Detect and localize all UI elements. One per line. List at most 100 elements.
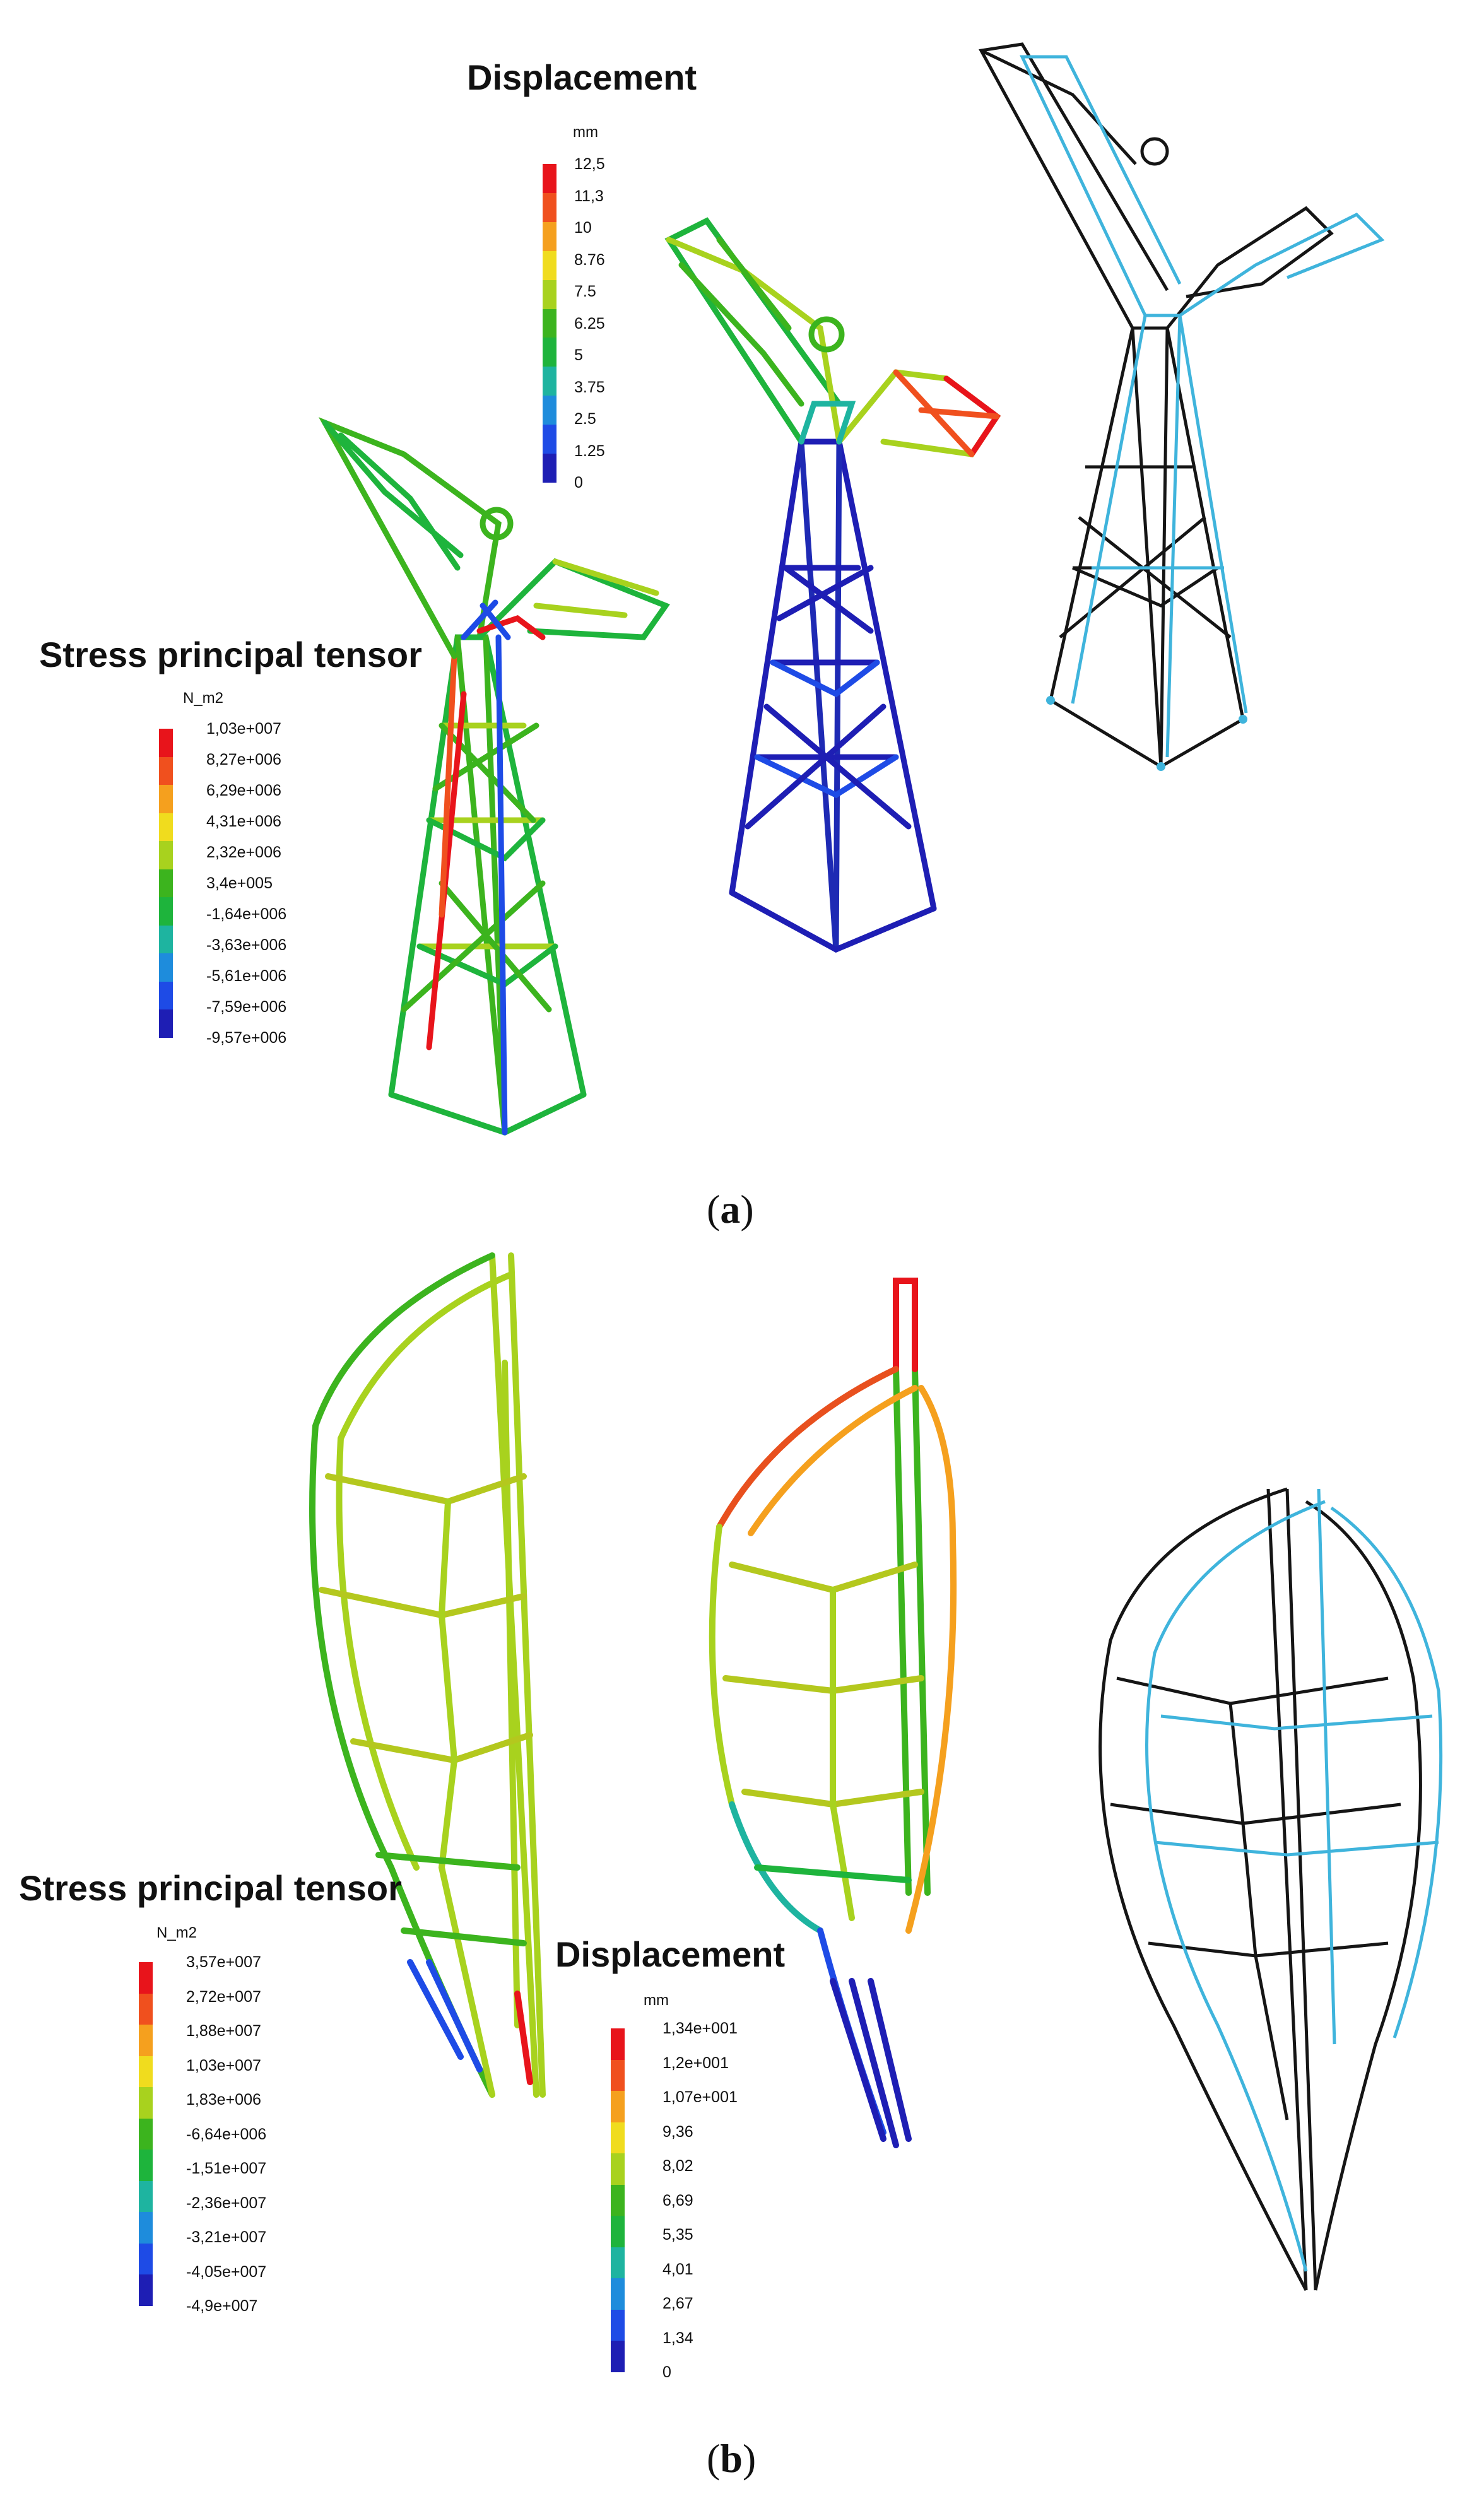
- legend-tick-label: -3,63e+006: [206, 936, 287, 954]
- legend-tick-label: 7.5: [574, 283, 596, 300]
- color-scale-bar: [159, 729, 173, 1038]
- color-scale-segment: [139, 2056, 153, 2088]
- stress-tower-model-a: [318, 417, 670, 1136]
- color-scale-segment: [159, 897, 173, 926]
- caption-letter: a: [720, 1187, 741, 1232]
- legend-unit: mm: [644, 1992, 669, 2009]
- color-scale-segment: [611, 2091, 625, 2122]
- panel-caption-a: (a): [707, 1186, 754, 1233]
- deformation-overlay-model-b: [1098, 1487, 1443, 2291]
- color-scale-segment: [543, 192, 556, 222]
- deformation-overlay-model-a: [979, 42, 1385, 771]
- legend-tick-label: 1,34: [662, 2329, 693, 2347]
- legend-tick-label: 8,02: [662, 2157, 693, 2175]
- color-scale-segment: [543, 250, 556, 280]
- panel-a-structures: [318, 42, 1385, 1136]
- color-scale-segment: [543, 309, 556, 338]
- legend-tick-label: 4,31e+006: [206, 813, 281, 830]
- legend-tick-label: 1,07e+001: [662, 2088, 738, 2106]
- legend-tick-label: -9,57e+006: [206, 1029, 287, 1047]
- legend-unit: N_m2: [183, 690, 224, 707]
- color-scale-segment: [611, 2309, 625, 2341]
- legend-tick-label: 8,27e+006: [206, 751, 281, 768]
- legend-tick-label: 1.25: [574, 442, 605, 460]
- color-scale-segment: [159, 981, 173, 1010]
- color-scale-segment: [543, 164, 556, 193]
- legend-tick-label: 1,2e+001: [662, 2054, 729, 2072]
- caption-close-paren: ): [742, 2436, 757, 2481]
- color-scale-segment: [139, 2087, 153, 2119]
- color-scale-segment: [139, 2274, 153, 2306]
- caption-close-paren: ): [740, 1187, 754, 1232]
- legend-tick-label: 1,03e+007: [206, 720, 281, 738]
- color-scale-segment: [159, 785, 173, 813]
- legend-tick-label: 6,69: [662, 2191, 693, 2209]
- color-scale-segment: [159, 925, 173, 954]
- legend-tick-label: 2,32e+006: [206, 844, 281, 861]
- legend-title: Stress principal tensor: [19, 1868, 402, 1908]
- color-scale-segment: [543, 279, 556, 309]
- legend-tick-label: -4,9e+007: [186, 2297, 258, 2315]
- stress-legend-a: Stress principal tensor N_m2 1,03e+007 8,…: [39, 634, 481, 1076]
- color-scale-segment: [139, 2212, 153, 2244]
- legend-tick-label: 3,4e+005: [206, 874, 273, 892]
- legend-title: Displacement: [555, 1934, 786, 1974]
- color-scale-segment: [611, 2059, 625, 2091]
- panel-caption-b: (b): [707, 2435, 756, 2482]
- color-scale-segment: [611, 2184, 625, 2216]
- legend-tick-label: 8.76: [574, 250, 605, 269]
- legend-tick-label: 5: [574, 346, 583, 364]
- legend-tick-label: 1,83e+006: [186, 2091, 261, 2109]
- legend-tick-label: 1,34e+001: [662, 2020, 738, 2037]
- legend-tick-label: -5,61e+006: [206, 967, 287, 985]
- caption-open-paren: (: [707, 2436, 721, 2481]
- legend-title: Displacement: [467, 57, 697, 97]
- color-scale-segment: [139, 2150, 153, 2181]
- legend-tick-label: 0: [662, 2363, 671, 2381]
- legend-tick-label: 1,88e+007: [186, 2022, 261, 2040]
- color-scale-segment: [611, 2341, 625, 2372]
- legend-tick-label: 4,01: [662, 2260, 693, 2278]
- legend-tick-label: -1,64e+006: [206, 905, 287, 923]
- stress-blade-model-a: [309, 1252, 546, 2098]
- color-scale-segment: [543, 425, 556, 454]
- caption-letter: b: [720, 2436, 743, 2481]
- displacement-legend-b: Displacement mm 1,34e+001 1,2e+001 1,07e+0…: [555, 1934, 845, 2388]
- legend-unit: mm: [573, 124, 598, 141]
- legend-tick-label: 5,35: [662, 2226, 693, 2244]
- displacement-blade-model-b: [709, 1278, 957, 2148]
- color-scale-bar: [611, 2028, 625, 2372]
- color-scale-segment: [139, 2243, 153, 2275]
- color-scale-segment: [159, 729, 173, 757]
- color-scale-segment: [543, 367, 556, 396]
- legend-tick-label: 1,03e+007: [186, 2056, 261, 2074]
- caption-open-paren: (: [707, 1187, 721, 1232]
- legend-tick-label: -1,51e+007: [186, 2160, 267, 2177]
- color-scale-segment: [611, 2028, 625, 2060]
- legend-tick-label: 10: [574, 219, 592, 237]
- color-scale-segment: [543, 454, 556, 483]
- color-scale-segment: [159, 841, 173, 869]
- color-scale-segment: [159, 756, 173, 785]
- legend-title: Stress principal tensor: [39, 635, 422, 674]
- panel-b-structures: [309, 1252, 1443, 2291]
- color-scale-segment: [611, 2278, 625, 2310]
- color-scale-segment: [611, 2216, 625, 2247]
- legend-tick-label: -6,64e+006: [186, 2125, 267, 2143]
- color-scale-segment: [611, 2247, 625, 2279]
- legend-tick-label: 9,36: [662, 2122, 693, 2141]
- legend-tick-label: -2,36e+007: [186, 2194, 267, 2212]
- color-scale-segment: [159, 813, 173, 842]
- legend-tick-label: 0: [574, 474, 583, 491]
- displacement-tower-model-a: [664, 217, 1001, 953]
- legend-tick-label: 3,57e+007: [186, 1953, 261, 1971]
- legend-tick-label: 2,72e+007: [186, 1987, 261, 2006]
- legend-tick-label: 3.75: [574, 378, 605, 396]
- legend-tick-label: 2,67: [662, 2295, 693, 2312]
- color-scale-segment: [159, 869, 173, 898]
- color-scale-segment: [611, 2122, 625, 2154]
- color-scale-segment: [159, 1009, 173, 1038]
